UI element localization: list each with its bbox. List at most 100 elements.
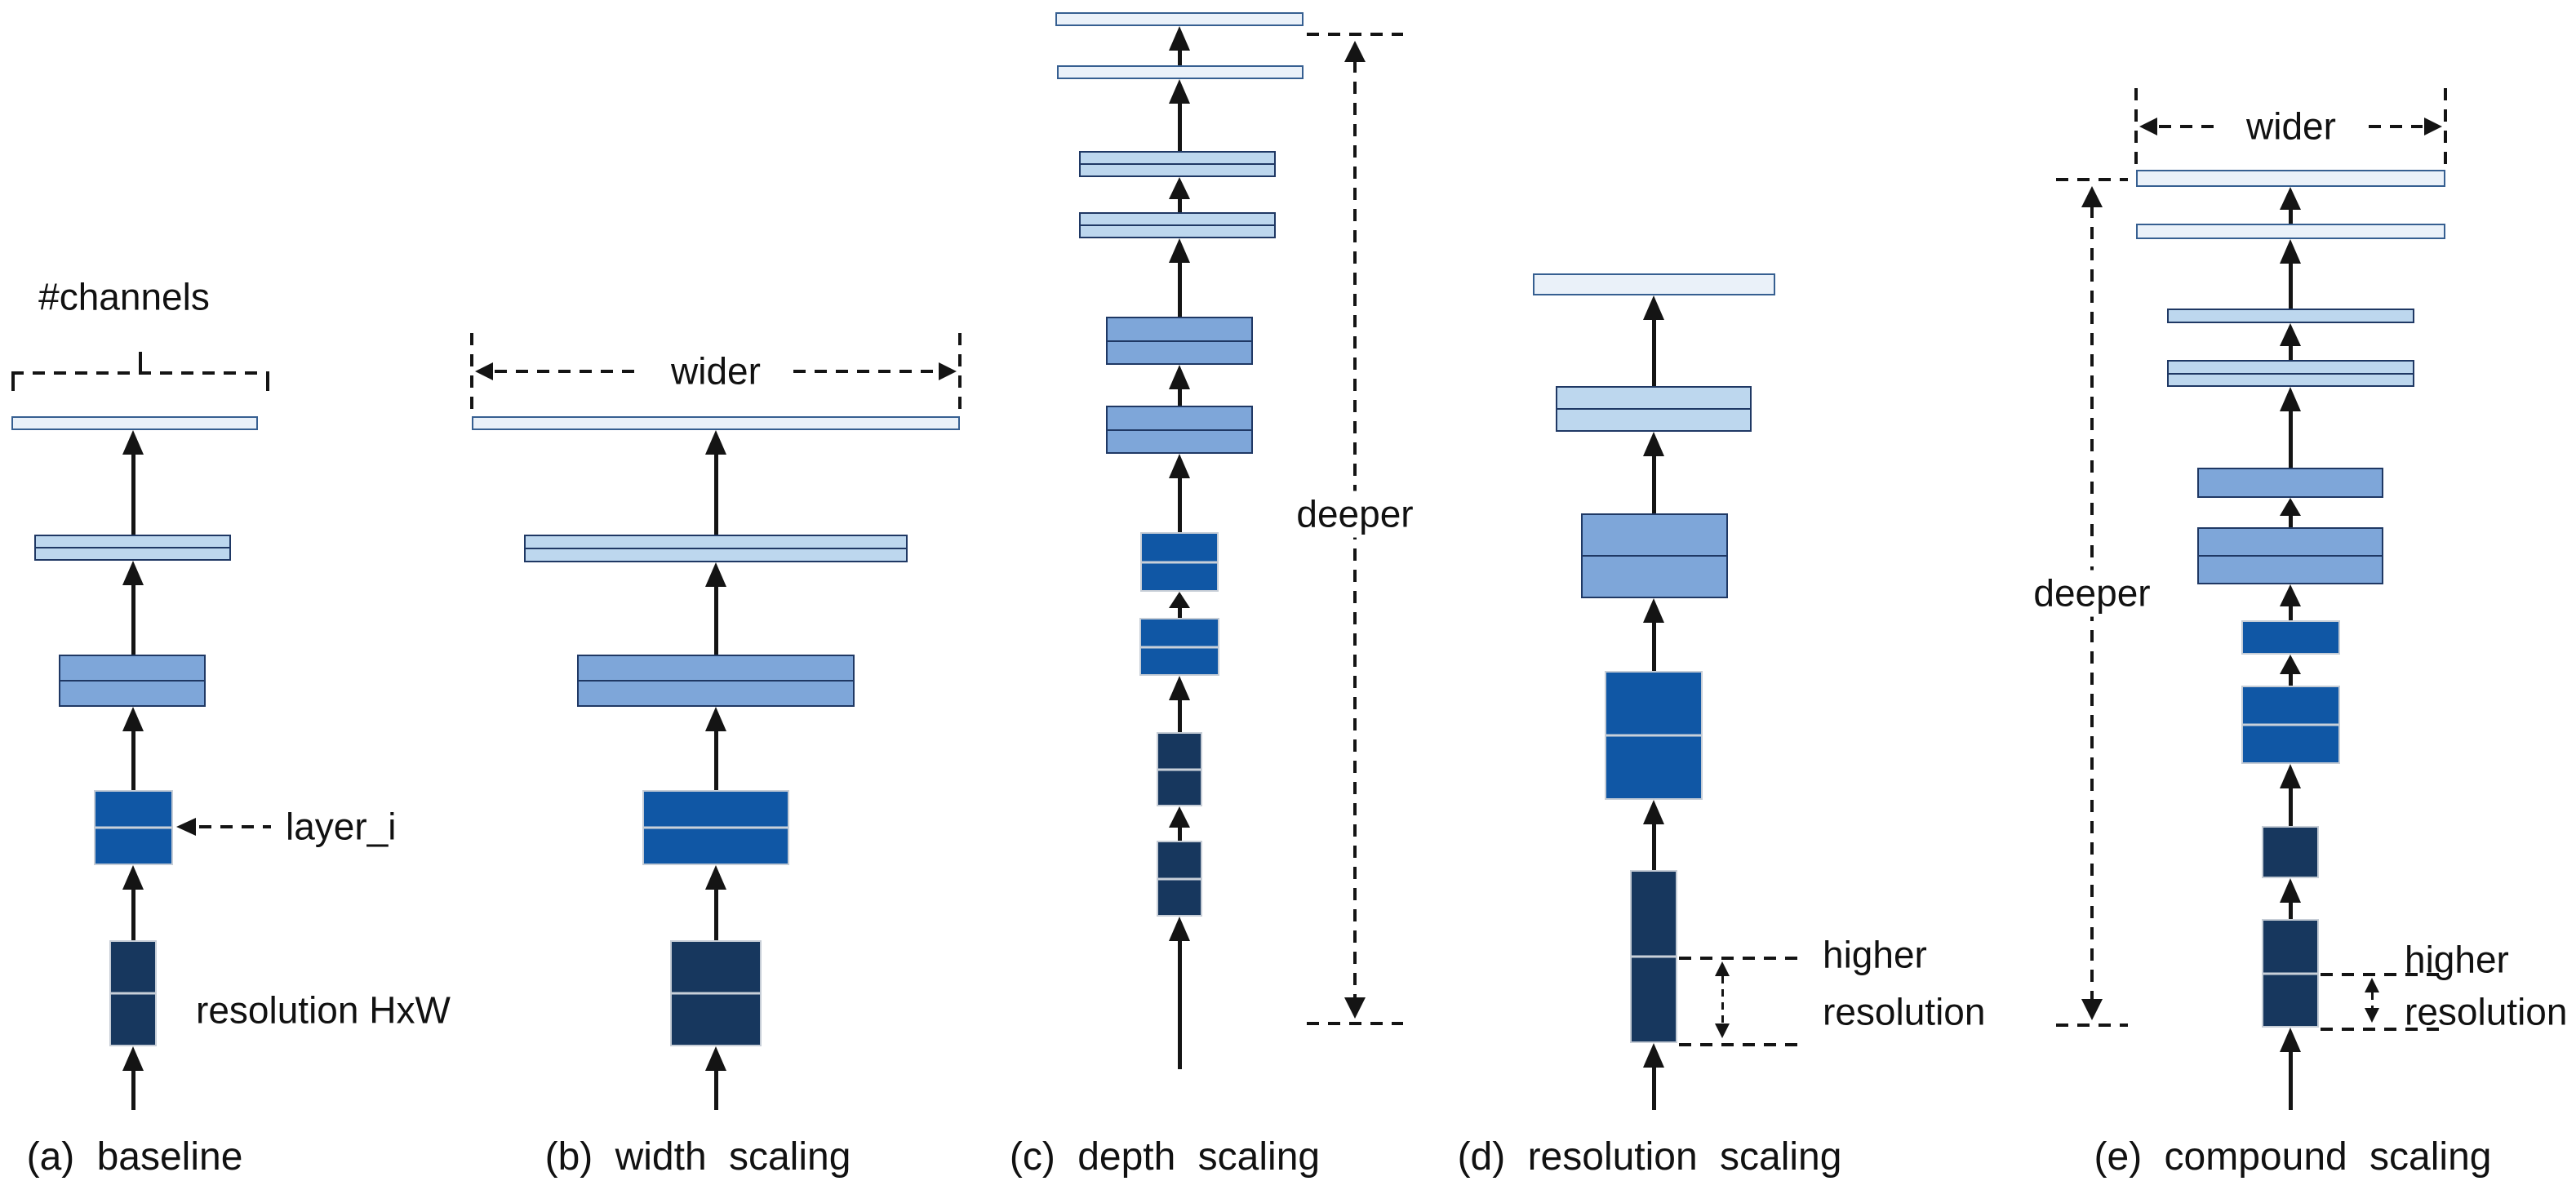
cell-divider	[2243, 723, 2338, 726]
flow-arrow-compound-scaling-1	[2280, 764, 2301, 826]
higher-res-dashed-shaft-e	[2371, 992, 2374, 1008]
higher-res-top-dashes-e	[2321, 973, 2442, 976]
flow-arrow-depth-scaling-8	[1169, 26, 1190, 65]
flow-arrow-depth-scaling-4	[1169, 365, 1190, 406]
arrow-shaft	[713, 1068, 718, 1110]
wider-end-tick-left-e	[2134, 88, 2138, 165]
deeper-arrowhead-up-c	[1344, 41, 1366, 62]
cell-divider	[526, 548, 906, 549]
arrow-shaft	[1177, 697, 1182, 732]
flow-arrow-width-scaling-2	[705, 562, 726, 655]
layer-box-compound-scaling-0	[2262, 919, 2319, 1028]
arrow-shaft	[131, 728, 135, 790]
input-arrow-compound-scaling	[2280, 1028, 2301, 1110]
layer-box-compound-scaling-4	[2197, 527, 2383, 584]
arrowhead-up	[1643, 1043, 1664, 1068]
input-arrow-resolution-scaling	[1643, 1043, 1664, 1110]
layer-box-depth-scaling-1	[1157, 732, 1202, 806]
layer-box-width-scaling-4	[472, 416, 960, 430]
higher-res-arrowhead-up-d	[1715, 961, 1730, 976]
arrow-shaft	[1177, 47, 1182, 65]
arrow-shaft	[2288, 1049, 2293, 1110]
cell-divider	[111, 992, 155, 995]
arrow-shaft	[131, 1068, 135, 1110]
flow-arrow-compound-scaling-5	[2280, 387, 2301, 468]
flow-arrow-depth-scaling-7	[1169, 79, 1190, 151]
cell-divider	[1583, 555, 1726, 557]
cell-divider	[644, 826, 788, 829]
arrow-shaft	[2288, 206, 2293, 224]
arrowhead-up	[2280, 764, 2301, 788]
arrowhead-up	[1169, 177, 1190, 199]
arrow-shaft	[1177, 605, 1182, 618]
cell-divider	[579, 680, 853, 682]
caption-compound-scaling: (e) compound scaling	[2094, 1135, 2492, 1179]
arrow-shaft	[131, 582, 135, 655]
layer-box-compound-scaling-2	[2241, 686, 2340, 764]
arrowhead-up	[1169, 676, 1190, 700]
arrow-shaft	[1177, 260, 1182, 317]
wider-arrowhead-left-e	[2139, 118, 2157, 135]
arrow-shaft	[1177, 386, 1182, 406]
arrow-shaft	[1177, 824, 1182, 841]
flow-arrow-depth-scaling-3	[1169, 454, 1190, 532]
wider-label-e: wider	[2246, 104, 2336, 148]
deeper-arrowhead-down-e	[2081, 999, 2103, 1020]
flow-arrow-resolution-scaling-2	[1643, 432, 1664, 513]
arrow-shaft	[713, 451, 718, 535]
arrow-shaft	[1177, 100, 1182, 151]
arrow-shaft	[713, 584, 718, 655]
cell-divider	[1081, 163, 1274, 165]
layer-box-baseline-0	[109, 940, 157, 1046]
wider-end-tick-right-b	[958, 333, 962, 410]
flow-arrow-depth-scaling-6	[1169, 177, 1190, 212]
deeper-arrowhead-up-e	[2081, 186, 2103, 207]
cell-divider	[2199, 555, 2382, 557]
higher-res-label-line2-e: resolution	[2405, 990, 2568, 1033]
flow-arrow-width-scaling-1	[705, 707, 726, 790]
higher-res-bottom-dashes-e	[2321, 1028, 2442, 1031]
flow-arrow-compound-scaling-6	[2280, 323, 2301, 360]
arrowhead-up	[122, 430, 144, 455]
arrow-shaft	[1651, 453, 1656, 513]
arrowhead-up	[705, 562, 726, 587]
flow-arrow-depth-scaling-1	[1169, 676, 1190, 732]
arrow-shaft	[1651, 619, 1656, 671]
arrow-shaft	[2288, 408, 2293, 468]
arrowhead-up	[1643, 598, 1664, 623]
cell-divider	[1108, 340, 1251, 342]
cell-divider	[1141, 646, 1218, 648]
flow-arrow-baseline-1	[122, 707, 144, 790]
arrowhead-up	[1169, 592, 1190, 608]
deeper-label-c: deeper	[1288, 491, 1422, 538]
arrowhead-up	[1169, 365, 1190, 389]
layer-box-baseline-1	[94, 790, 173, 865]
arrow-shaft	[1177, 196, 1182, 212]
wider-end-tick-left-b	[470, 333, 473, 410]
wider-dashes-right-b	[793, 370, 937, 373]
arrow-shaft	[2288, 785, 2293, 826]
layer-box-depth-scaling-9	[1055, 12, 1304, 26]
channels-bracket-line	[11, 371, 269, 375]
layer-box-depth-scaling-5	[1106, 317, 1253, 365]
layer-box-depth-scaling-2	[1139, 618, 1219, 676]
layer-box-resolution-scaling-3	[1556, 386, 1752, 432]
flow-arrow-resolution-scaling-0	[1643, 800, 1664, 870]
input-arrow-depth-scaling	[1169, 917, 1190, 1069]
wider-label-b: wider	[671, 349, 761, 393]
arrowhead-up	[1169, 26, 1190, 51]
cell-divider	[1142, 561, 1217, 563]
layer-i-arrowhead	[176, 818, 196, 836]
cell-divider	[2169, 372, 2413, 375]
layer-box-resolution-scaling-2	[1581, 513, 1728, 598]
higher-res-top-dashes-d	[1679, 957, 1800, 960]
cell-divider	[1108, 428, 1251, 431]
arrowhead-up	[122, 561, 144, 585]
flow-arrow-baseline-3	[122, 430, 144, 535]
flow-arrow-compound-scaling-3	[2280, 584, 2301, 620]
arrowhead-up	[122, 865, 144, 890]
wider-end-tick-right-e	[2444, 88, 2447, 165]
arrow-shaft	[131, 451, 135, 535]
layer-box-resolution-scaling-0	[1630, 870, 1677, 1043]
